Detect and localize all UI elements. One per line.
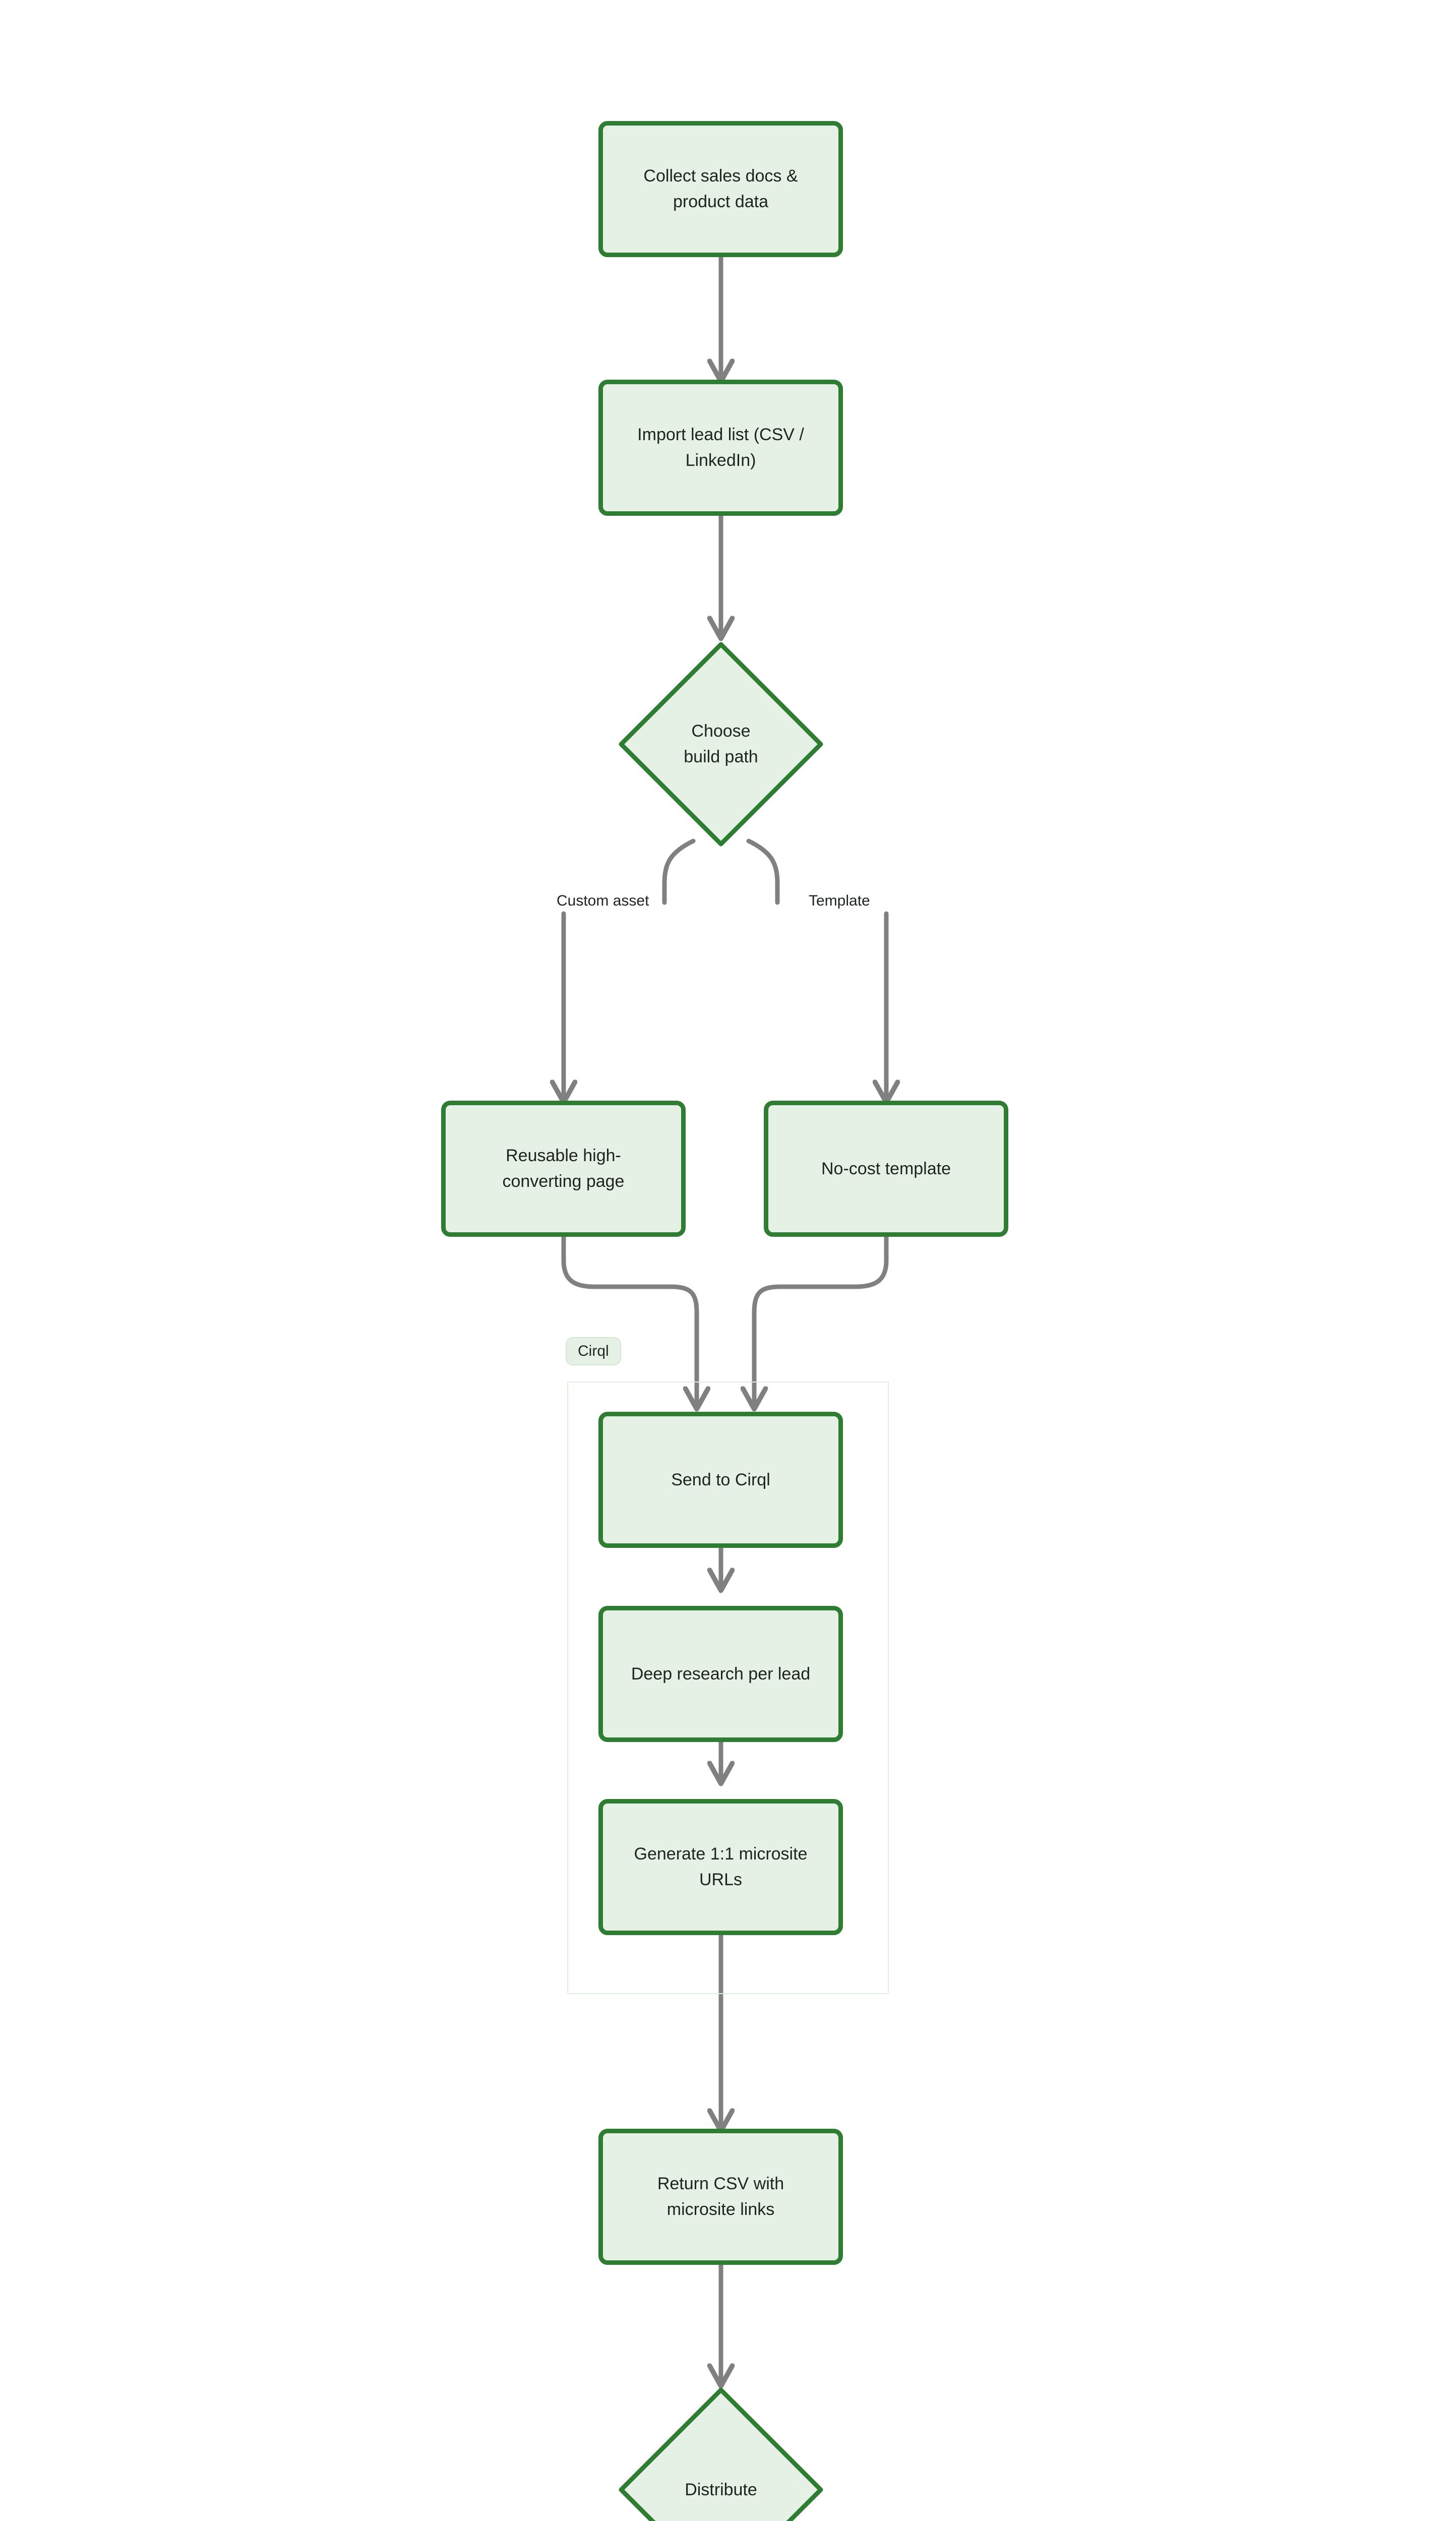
node-send-to-cirql-label: Send to Cirql	[671, 1470, 770, 1489]
node-choose-build-path[interactable]: Choose build path	[616, 639, 826, 849]
edge-label-custom-asset: Custom asset	[557, 892, 649, 909]
edge-choose-reusable	[564, 838, 696, 1100]
node-collect-sales-docs-label: Collect sales docs & product data	[643, 166, 798, 211]
edge-choose-nocost	[746, 838, 886, 1100]
node-import-lead-list[interactable]: Import lead list (CSV / LinkedIn)	[598, 380, 843, 516]
node-import-lead-list-label: Import lead list (CSV / LinkedIn)	[637, 425, 804, 470]
node-deep-research-label: Deep research per lead	[631, 1664, 811, 1684]
node-collect-sales-docs[interactable]: Collect sales docs & product data	[598, 121, 843, 257]
edge-reusable-send	[561, 1225, 697, 1407]
diamond-shape-choose	[619, 642, 823, 847]
edge-nocost-send	[754, 1225, 889, 1407]
node-choose-build-path-label: Choose build path	[684, 722, 758, 766]
node-distribute-label: Distribute	[685, 2480, 757, 2499]
node-distribute[interactable]: Distribute	[616, 2385, 826, 2521]
node-generate-microsite-urls-label: Generate 1:1 microsite URLs	[634, 1844, 808, 1889]
node-deep-research[interactable]: Deep research per lead	[598, 1606, 843, 1742]
node-send-to-cirql[interactable]: Send to Cirql	[598, 1412, 843, 1548]
edge-label-template: Template	[809, 892, 870, 909]
node-generate-microsite-urls[interactable]: Generate 1:1 microsite URLs	[598, 1799, 843, 1935]
subgraph-cirql-title: Cirql	[566, 1337, 621, 1365]
node-return-csv-label: Return CSV with microsite links	[657, 2174, 784, 2219]
subgraph-cirql-container	[567, 1382, 889, 1994]
node-no-cost-template-label: No-cost template	[821, 1159, 951, 1178]
node-reusable-page-label: Reusable high- converting page	[502, 1146, 625, 1191]
node-no-cost-template[interactable]: No-cost template	[764, 1101, 1008, 1237]
diamond-shape-distribute	[619, 2387, 823, 2521]
node-return-csv[interactable]: Return CSV with microsite links	[598, 2129, 843, 2265]
node-reusable-page[interactable]: Reusable high- converting page	[441, 1101, 686, 1237]
